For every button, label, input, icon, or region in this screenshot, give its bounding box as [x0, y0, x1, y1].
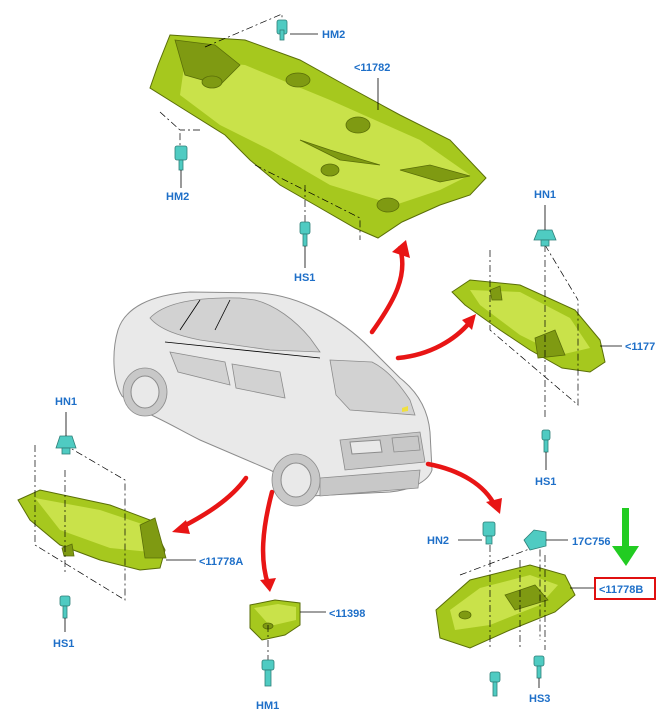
fastener-hn2 [482, 521, 496, 545]
fastener-hn1-left [55, 435, 77, 455]
dash-line [489, 250, 579, 406]
bracket-11398 [249, 599, 301, 641]
green-highlight-arrow [612, 508, 639, 566]
fastener-hm1 [261, 659, 275, 687]
dash-line [544, 244, 579, 420]
side-shield-11778a [17, 489, 167, 571]
fastener-hs1-right [541, 429, 551, 453]
label-hn2: HN2 [427, 535, 449, 547]
fastener-hs1-left [59, 595, 71, 619]
label-part-17c756: 17C756 [572, 536, 611, 548]
car-illustration [113, 291, 433, 507]
label-part-1177: <1177 [625, 341, 655, 353]
underbody-shield-11782 [149, 34, 487, 239]
label-hs1-left: HS1 [53, 638, 74, 650]
dash-line [519, 555, 546, 650]
fastener-hs3-extra [489, 671, 501, 697]
fastener-hm2-top [276, 19, 288, 41]
label-hm2-left: HM2 [166, 191, 189, 203]
label-part-11782: <11782 [354, 62, 390, 74]
fastener-hs1-top [299, 221, 311, 247]
label-part-11778b: <11778B [599, 584, 643, 596]
label-hs1-right: HS1 [535, 476, 556, 488]
side-shield-11778b [435, 564, 576, 649]
dash-line [34, 444, 126, 601]
label-hm1: HM1 [256, 700, 279, 711]
label-hm2-top: HM2 [322, 29, 345, 41]
pointer-arrows [172, 240, 502, 592]
label-hs1-top: HS1 [294, 272, 315, 284]
label-part-11398: <11398 [329, 608, 365, 620]
fastener-hs3 [533, 655, 545, 679]
label-hs3: HS3 [529, 693, 550, 705]
fastener-17c756 [523, 529, 547, 551]
label-hn1-right: HN1 [534, 189, 556, 201]
label-hn1-left: HN1 [55, 396, 77, 408]
highlight-box [594, 577, 656, 600]
fastener-hn1-right [533, 229, 557, 247]
fastener-hm2-left [174, 145, 188, 171]
side-shield-1177 [451, 279, 606, 373]
label-part-11778a: <11778A [199, 556, 243, 568]
dash-line [254, 164, 361, 240]
